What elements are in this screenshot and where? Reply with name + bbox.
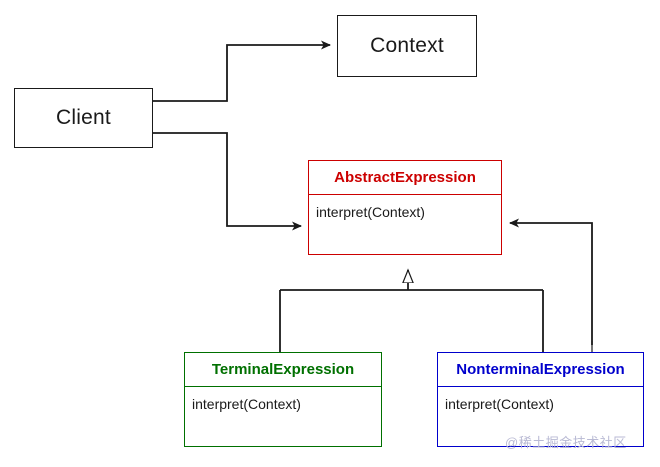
member-row: interpret(Context) xyxy=(316,204,425,220)
node-abstract-expression-body: interpret(Context) xyxy=(309,195,501,254)
node-client[interactable]: Client xyxy=(14,88,153,148)
connector-client-to-abstract-expression xyxy=(153,132,302,231)
node-nonterminal-expression-divider xyxy=(438,386,643,387)
node-context[interactable]: Context xyxy=(337,15,477,77)
node-nonterminal-expression-title: NonterminalExpression xyxy=(456,361,625,378)
node-context-label: Context xyxy=(370,34,444,57)
watermark: @稀土掘金技术社区 xyxy=(505,435,627,450)
connector-nonterminal-aggregation xyxy=(509,218,592,352)
node-nonterminal-expression-body: interpret(Context) xyxy=(438,387,643,446)
connector-generalization-trunk xyxy=(279,270,544,352)
node-client-label: Client xyxy=(56,106,111,129)
node-abstract-expression-divider xyxy=(309,194,501,195)
node-terminal-expression-body: interpret(Context) xyxy=(185,387,381,446)
node-nonterminal-expression[interactable]: NonterminalExpression interpret(Context) xyxy=(437,352,644,447)
member-row: interpret(Context) xyxy=(192,396,301,412)
connector-client-to-context xyxy=(153,40,331,102)
node-abstract-expression-title: AbstractExpression xyxy=(334,169,476,186)
node-terminal-expression-divider xyxy=(185,386,381,387)
node-abstract-expression[interactable]: AbstractExpression interpret(Context) xyxy=(308,160,502,255)
node-terminal-expression-title: TerminalExpression xyxy=(211,361,355,378)
member-row: interpret(Context) xyxy=(445,396,554,412)
node-terminal-expression[interactable]: TerminalExpression interpret(Context) xyxy=(184,352,382,447)
